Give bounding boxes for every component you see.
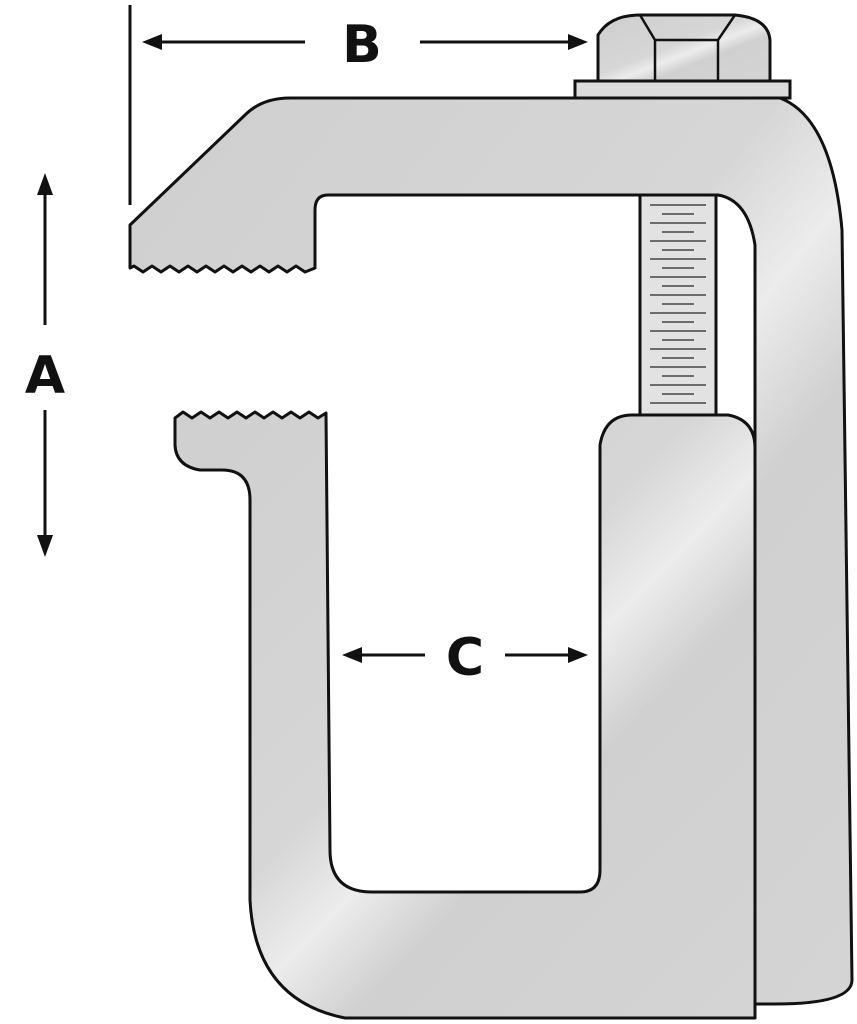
clamp-upper-body [128, 96, 854, 1006]
bolt-head-facets [638, 14, 737, 81]
bolt-thread [638, 193, 718, 419]
dimension-b [128, 5, 588, 205]
dimension-c-label: C [446, 628, 484, 688]
bolt-washer [573, 79, 792, 100]
dimension-c [342, 647, 588, 663]
bolt-head [596, 13, 772, 83]
dimension-b-label: B [342, 15, 382, 75]
dimension-a-label: A [25, 346, 65, 406]
dimension-a [37, 173, 53, 557]
clamp-lower-body [173, 410, 757, 1020]
